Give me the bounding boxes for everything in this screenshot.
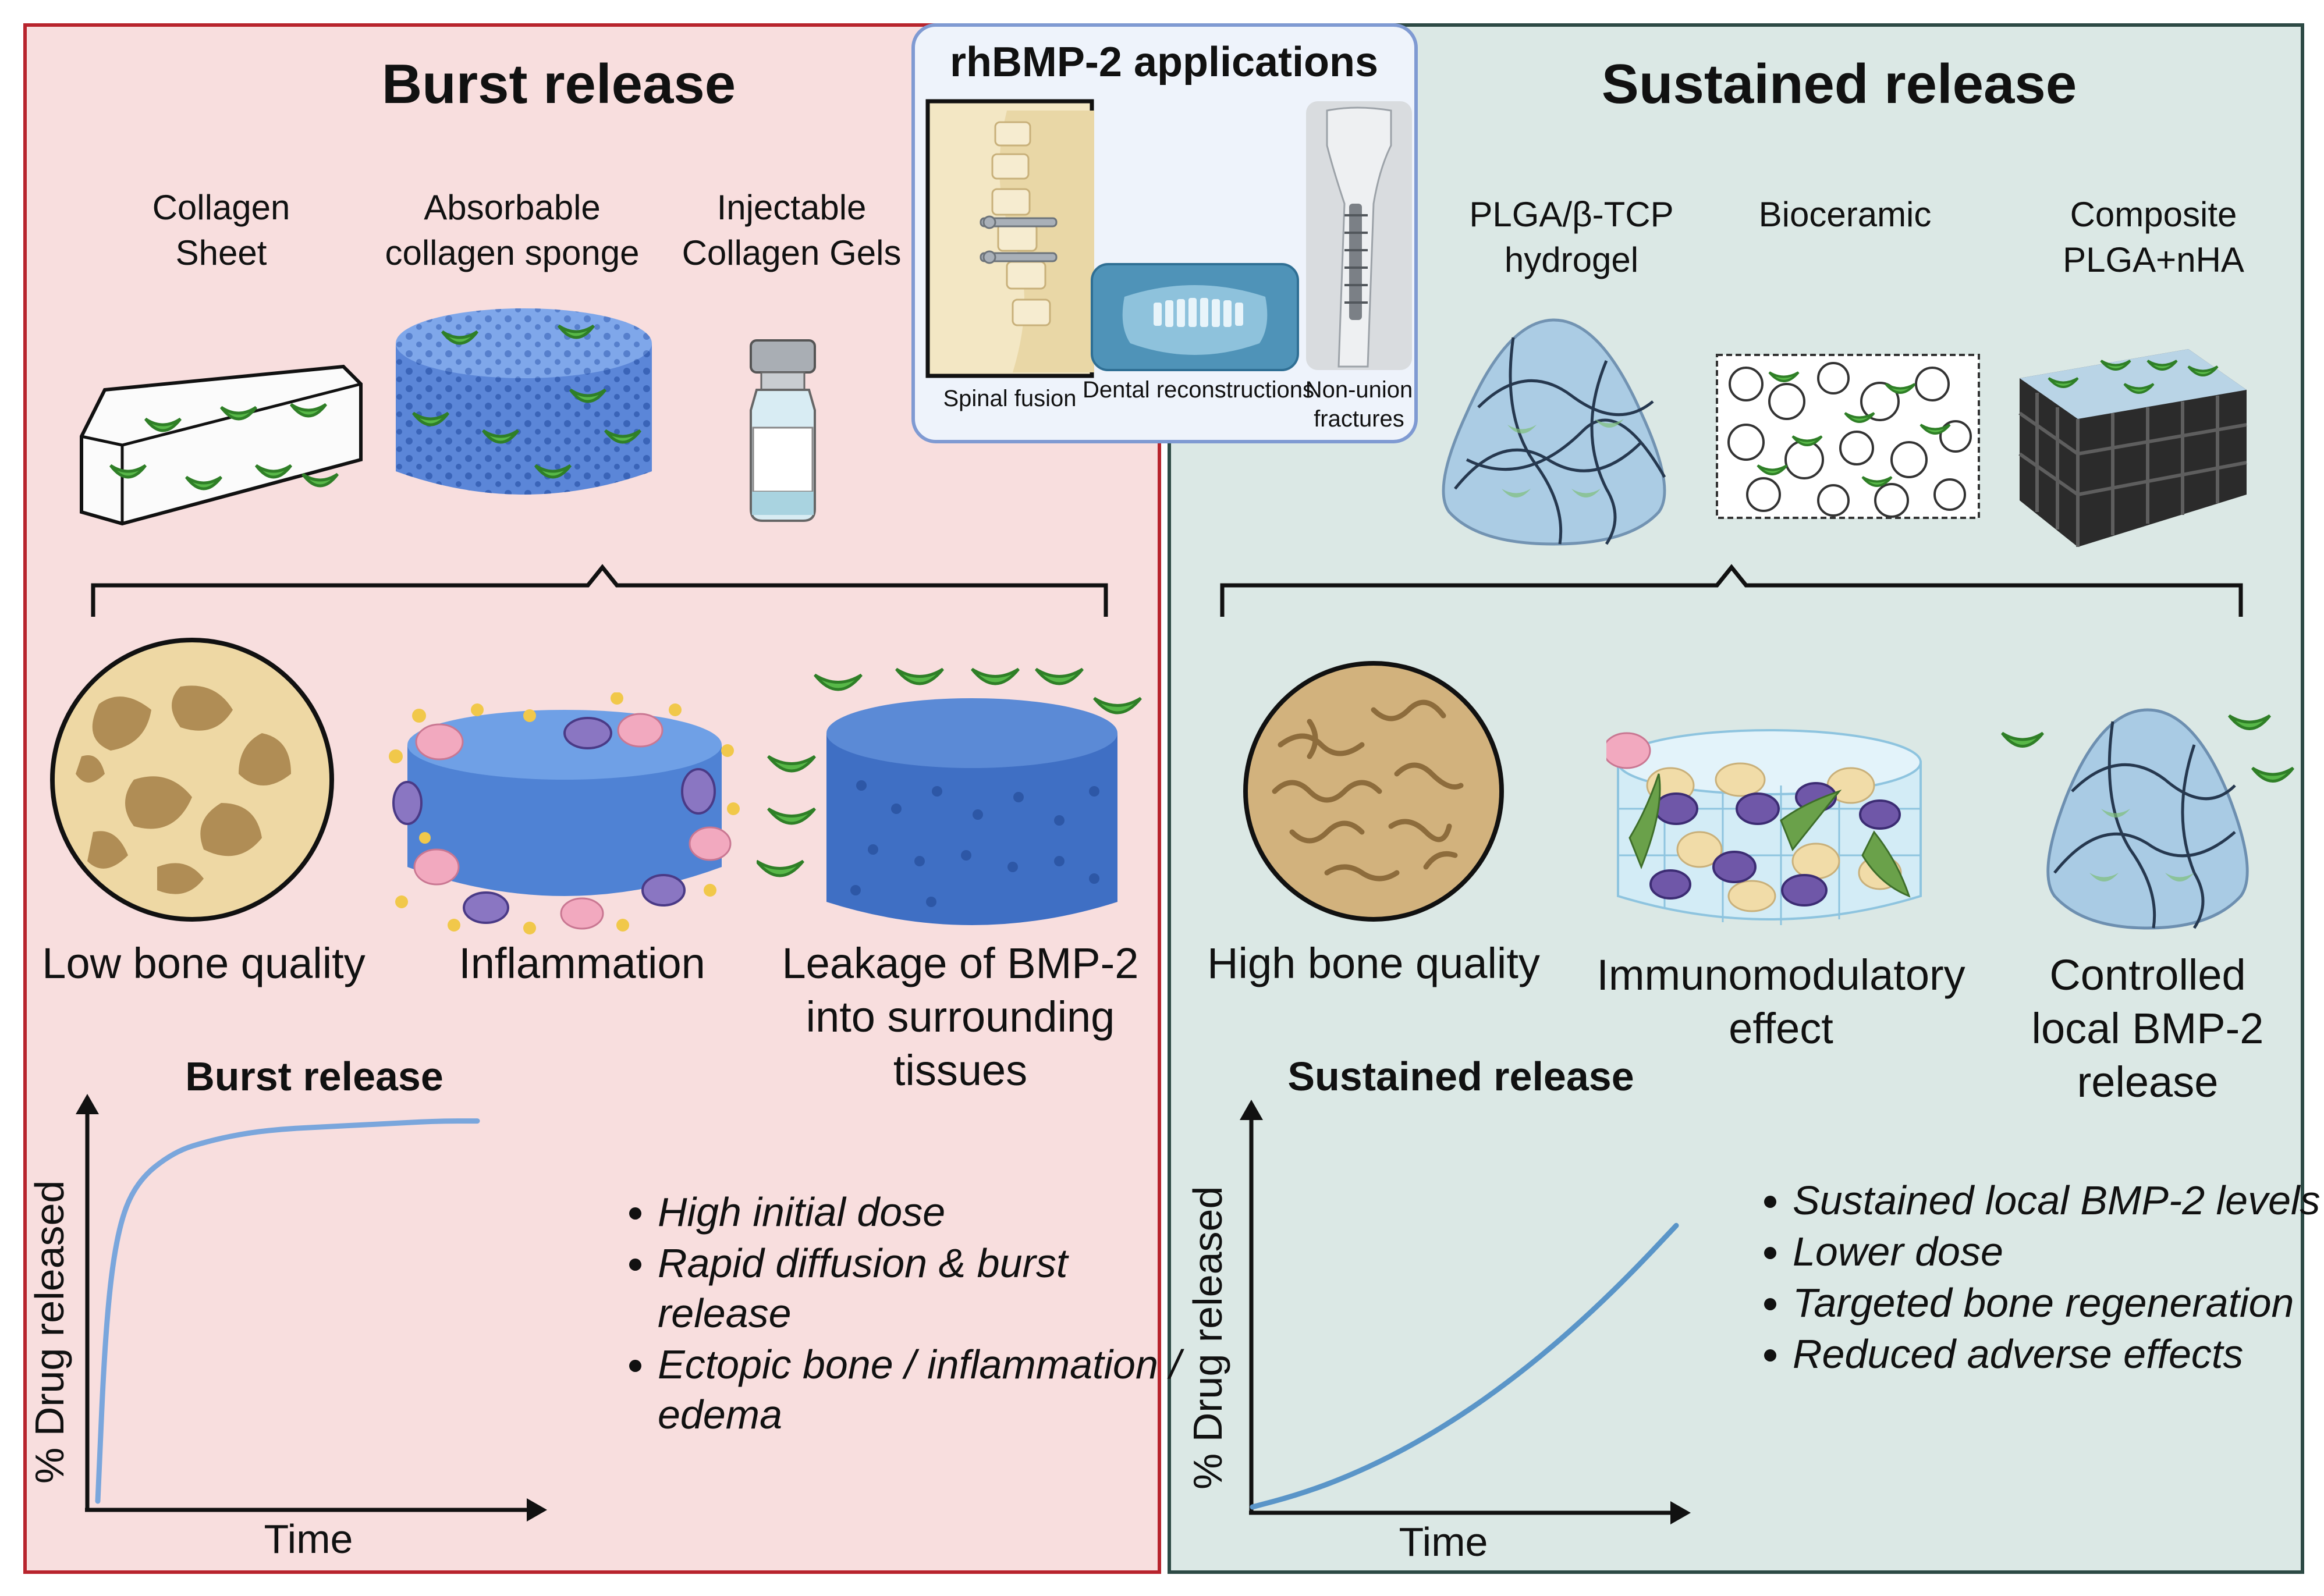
arm-xray-icon — [1306, 101, 1412, 370]
spine-xray-icon — [925, 99, 1094, 378]
carrier-label-hydrogel: PLGA/β-TCP hydrogel — [1469, 195, 1674, 279]
dental-xray-icon — [1091, 263, 1299, 371]
outcome-label-leakage: Leakage of BMP-2 into surrounding tissue… — [782, 939, 1139, 1094]
collagen-sheet-icon — [80, 364, 363, 526]
burst-release-chart — [76, 1094, 547, 1522]
y-axis-arrow — [1240, 1100, 1263, 1120]
sustained-chart-title: Sustained release — [1287, 1054, 1634, 1099]
inflammation-icon — [389, 692, 740, 934]
sustained-bullet-list: Sustained local BMP-2 levels Lower dose … — [1740, 1175, 2324, 1380]
sustained-bullet-item: Targeted bone regeneration — [1793, 1278, 2324, 1328]
sustained-y-axis-label: % Drug released — [1185, 1186, 1230, 1490]
immunomodulatory-icon — [1606, 729, 1922, 925]
outcome-label-high-bone-quality: High bone quality — [1207, 939, 1540, 987]
bioceramic-icon — [1716, 354, 1980, 519]
x-axis-arrow — [527, 1498, 547, 1522]
sustained-release-curve — [1250, 1222, 1679, 1510]
inset-title: rhBMP-2 applications — [949, 39, 1379, 86]
burst-release-curve — [95, 1118, 480, 1504]
burst-y-axis-label: % Drug released — [27, 1180, 72, 1484]
burst-bullet-item: Rapid diffusion & burst release — [658, 1238, 1181, 1338]
vial-icon — [750, 339, 816, 522]
burst-bullet-list: High initial dose Rapid diffusion & burs… — [605, 1187, 1181, 1441]
leakage-icon — [757, 667, 1142, 925]
burst-bullet-item: Ectopic bone / inflammation / edema — [658, 1339, 1181, 1439]
carrier-label-collagen-sheet: Collagen Sheet — [152, 188, 290, 272]
inset-label-spinal-fusion: Spinal fusion — [943, 386, 1077, 411]
controlled-release-icon — [2001, 708, 2294, 930]
outcome-label-immunomodulatory: Immunomodulatory effect — [1596, 951, 1965, 1053]
collagen-sponge-icon — [396, 308, 652, 495]
sustained-bullet-item: Sustained local BMP-2 levels — [1793, 1175, 2324, 1225]
x-axis-arrow — [1670, 1501, 1691, 1524]
y-axis-arrow — [76, 1094, 99, 1114]
carrier-label-collagen-gel: Injectable Collagen Gels — [682, 188, 902, 272]
hydrogel-icon — [1442, 318, 1666, 546]
sustained-release-chart — [1240, 1100, 1691, 1524]
inset-label-dental-reconstructions: Dental reconstructions — [1083, 377, 1314, 403]
burst-bullet-item: High initial dose — [658, 1187, 1181, 1237]
sustained-bullet-item: Lower dose — [1793, 1227, 2324, 1277]
burst-chart-title: Burst release — [185, 1054, 443, 1099]
inset-label-non-union-fractures: Non-union fractures — [1305, 377, 1413, 432]
outcome-label-low-bone-quality: Low bone quality — [42, 939, 366, 987]
outcome-label-controlled-release: Controlled local BMP-2 release — [2031, 951, 2264, 1106]
high-bone-quality-icon — [1243, 661, 1504, 922]
carrier-label-collagen-sponge: Absorbable collagen sponge — [385, 188, 640, 272]
sustained-x-axis-label: Time — [1399, 1519, 1488, 1565]
carrier-label-bioceramic: Bioceramic — [1758, 195, 1932, 234]
carrier-label-composite: Composite PLGA+nHA — [2063, 195, 2244, 279]
sustained-panel-title: Sustained release — [1601, 53, 2077, 115]
sustained-bullet-item: Reduced adverse effects — [1793, 1329, 2324, 1379]
composite-scaffold-icon — [2018, 349, 2247, 547]
low-bone-quality-icon — [50, 638, 334, 922]
burst-panel-title: Burst release — [381, 53, 736, 115]
burst-bracket — [91, 564, 1108, 617]
outcome-label-inflammation: Inflammation — [459, 939, 705, 987]
sustained-bracket — [1220, 564, 2243, 617]
burst-x-axis-label: Time — [264, 1516, 353, 1562]
